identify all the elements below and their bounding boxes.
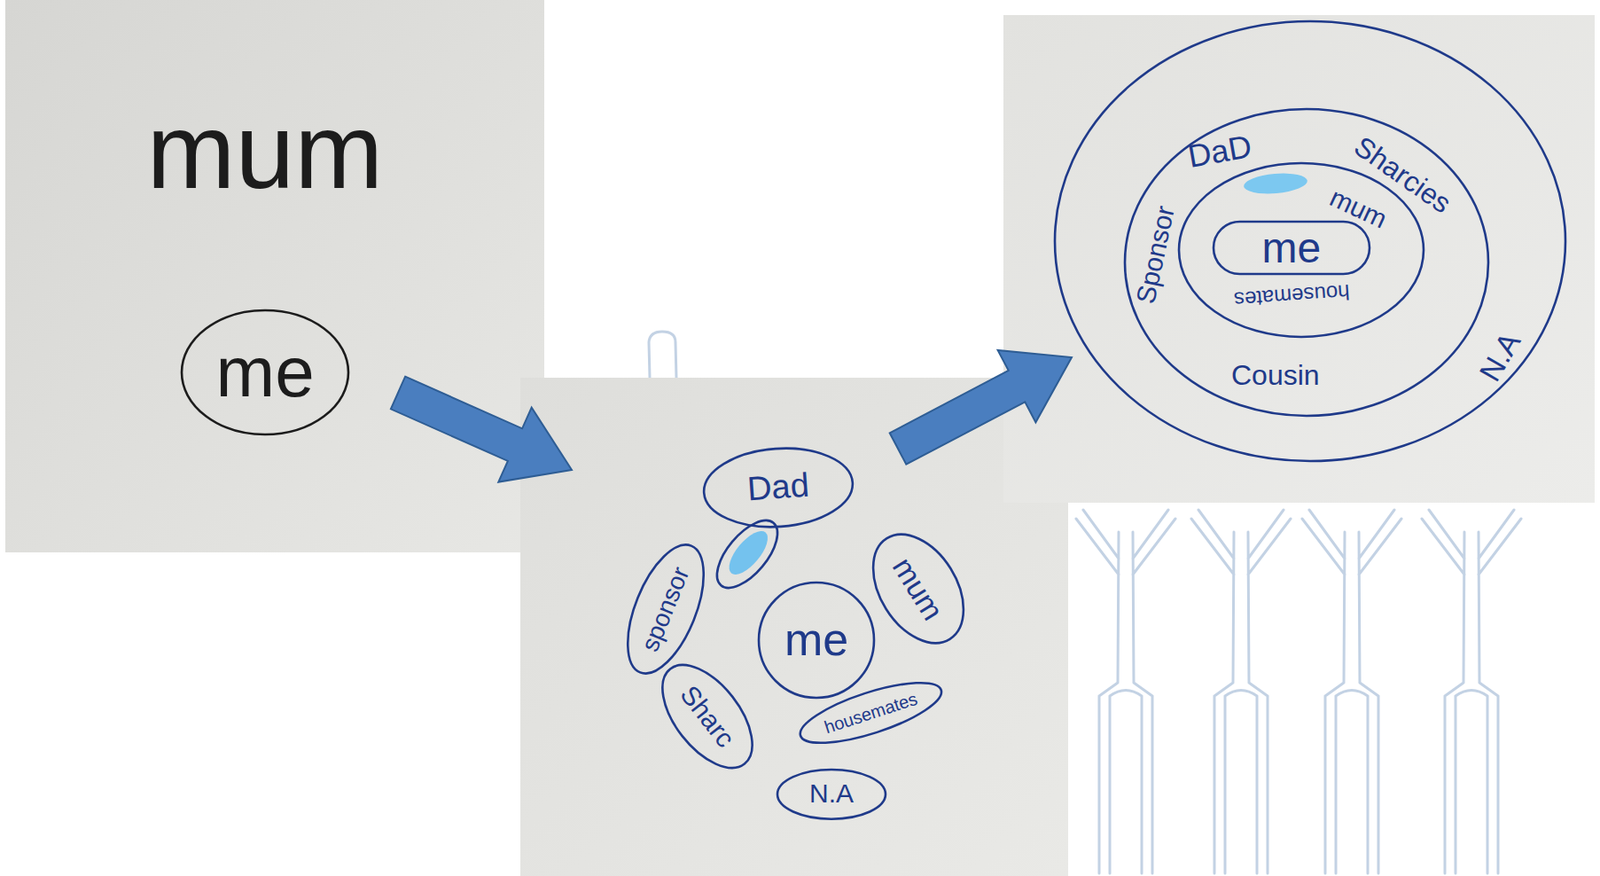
pill-outline	[1213, 221, 1370, 274]
ellipse-outline	[1124, 109, 1489, 416]
ellipse-outline	[1054, 21, 1566, 461]
ellipse-outline	[701, 443, 856, 532]
stick-figure	[1191, 509, 1291, 874]
photo-panel	[5, 0, 545, 553]
self-pill: me	[1211, 219, 1372, 276]
flow-arrow	[889, 350, 1072, 465]
ellipse-outline	[758, 582, 875, 698]
ellipse-outline	[777, 769, 886, 820]
circle-band: memumhousematesSponsorDaDSharciesCousinN…	[1053, 19, 1568, 463]
node-text: housemates	[1233, 279, 1351, 313]
node-text: me	[216, 331, 315, 414]
photo-panel	[1003, 15, 1595, 503]
faint-sketch	[648, 331, 677, 378]
ellipse-outline	[645, 648, 770, 783]
node-text: sponsor	[635, 562, 695, 656]
circle-band: memumhousematesSponsorDaDSharciesCousin	[1123, 107, 1491, 418]
node-text: DaD	[1185, 127, 1255, 175]
blurred-mark	[1242, 171, 1309, 196]
node-text: me	[784, 613, 849, 667]
ellipse-outline	[181, 310, 349, 435]
node-text: Dad	[746, 466, 812, 509]
node-text: me	[1262, 223, 1322, 273]
flow-arrow	[390, 376, 572, 483]
person-oval: N.A	[775, 767, 888, 821]
free-label: mum	[147, 89, 384, 212]
ellipse-outline	[794, 670, 948, 755]
person-oval: me	[757, 580, 876, 700]
node-text: N.A	[809, 778, 854, 810]
node-text: Sponsor	[1130, 202, 1181, 306]
circle-band: memumhousemates	[1177, 161, 1426, 339]
ellipse-outline	[1178, 163, 1424, 337]
blurred-oval	[706, 510, 789, 599]
stick-figure	[1076, 509, 1176, 874]
person-oval: Dad	[699, 441, 858, 534]
node-text: mum	[885, 550, 951, 626]
stick-figure	[1421, 509, 1522, 874]
stick-figure	[1302, 509, 1402, 874]
person-oval: me	[179, 308, 351, 437]
node-text: Cousin	[1231, 359, 1320, 392]
ellipse-outline	[612, 534, 720, 684]
photo-panel	[520, 377, 1069, 876]
node-text: N.A	[1472, 326, 1528, 388]
